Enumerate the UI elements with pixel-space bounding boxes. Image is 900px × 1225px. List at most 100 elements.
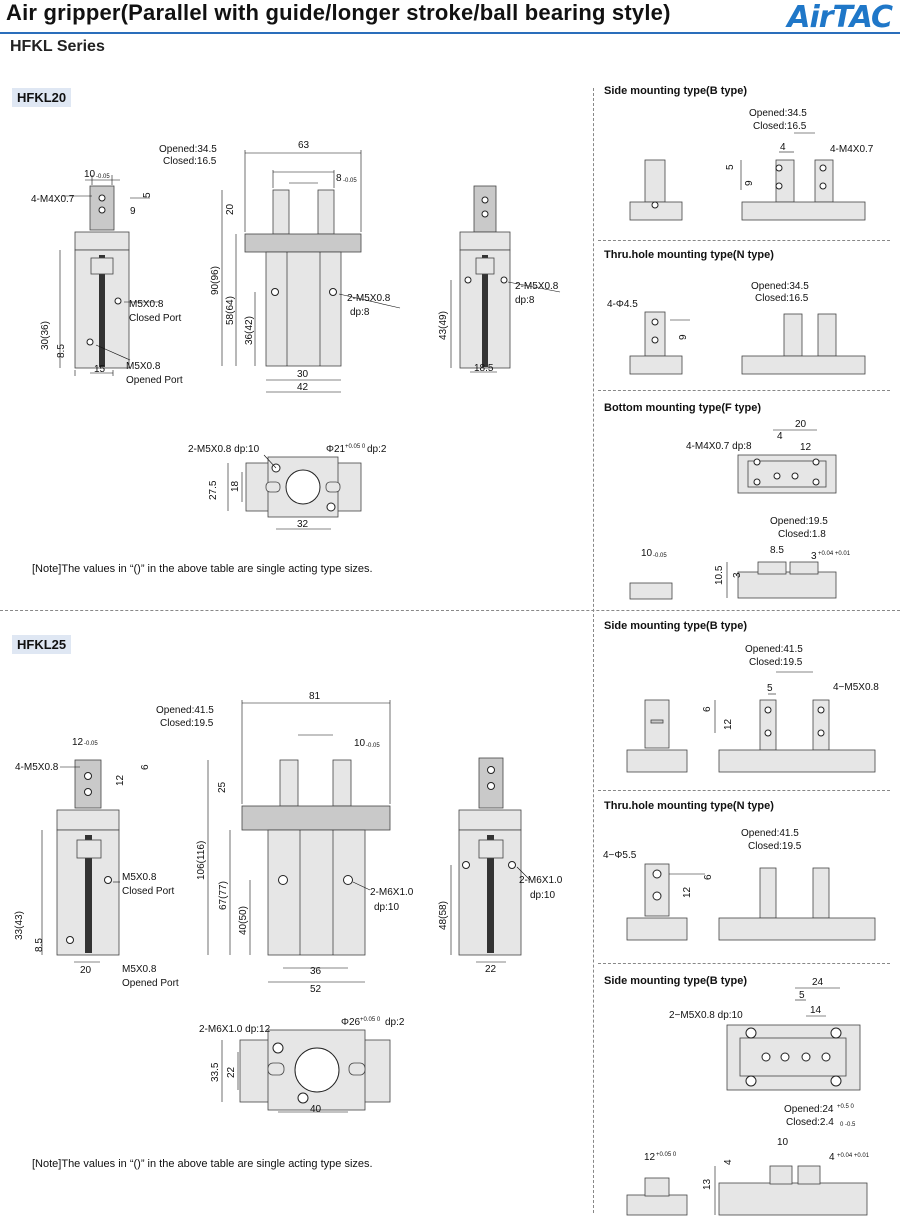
hfkl25-front-thread: 4-M5X0.8: [15, 762, 59, 773]
hfkl25-n-dim6: 6: [703, 874, 714, 880]
hfkl20-b-type-drawings: [629, 132, 866, 221]
hfkl25-b-dim6: 6: [702, 706, 713, 712]
vertical-divider: [593, 88, 594, 1213]
hfkl25-b-type-drawings: [626, 671, 876, 773]
hfkl20-f-type-drawings: [629, 429, 837, 600]
hfkl25-bottom-thread: 2-M6X1.0 dp:12: [199, 1024, 271, 1035]
hfkl20-f-dim85: 8.5: [770, 545, 784, 556]
hfkl20-front-h85: 8.5: [56, 344, 67, 358]
hfkl25-side-depth: dp:10: [374, 902, 399, 913]
hfkl25-side-thread: 2-M6X1.0: [370, 887, 414, 898]
hfkl20-n-opened: Opened:34.5: [751, 281, 809, 292]
hfkl20-n-dim9: 9: [678, 334, 689, 340]
hfkl20-f-dim105: 10.5: [714, 565, 725, 585]
hfkl25-side-view: [207, 700, 391, 983]
hfkl20-f-dim20: 20: [795, 419, 807, 430]
right-divider-3: [598, 790, 890, 791]
hfkl20-end-h43: 43(49): [438, 311, 449, 340]
hfkl25-bottom-bore: Φ26: [341, 1017, 361, 1028]
hfkl25-n-closed: Closed:19.5: [748, 841, 802, 852]
hfkl20-side-h90: 90(96): [210, 266, 221, 295]
hfkl20-end-view: [450, 185, 561, 373]
hfkl20-side-closed: Closed:16.5: [163, 156, 217, 167]
hfkl20-bottom-view: [227, 454, 362, 530]
hfkl25-opened-port-label: Opened Port: [122, 978, 179, 989]
hfkl25-bottom-view: [221, 1029, 391, 1113]
hfkl25-side-h25: 25: [217, 781, 228, 793]
hfkl25-side-h40: 40(50): [238, 906, 249, 935]
hfkl25-front-dim12: 12: [115, 774, 126, 786]
hfkl20-side-thread: 2-M5X0.8: [347, 293, 391, 304]
hfkl20-front-thread: 4-M4X0.7: [31, 194, 75, 205]
hfkl20-f-dim4: 4: [777, 431, 783, 442]
hfkl20-front-w10: 10: [84, 169, 96, 180]
hfkl25-b2-closed-tol: 0 -0.5: [840, 1122, 856, 1128]
hfkl25-end-w22: 22: [485, 964, 497, 975]
hfkl25-b2-opened-tol: +0.5 0: [837, 1104, 855, 1110]
hfkl25-b2-dim5: 5: [799, 990, 805, 1001]
hfkl20-note: [Note]The values in “()” in the above ta…: [32, 563, 373, 575]
hfkl20-end-depth: dp:8: [515, 295, 535, 306]
hfkl20-n-type-title: Thru.hole mounting type(N type): [604, 249, 774, 261]
hfkl20-f-dim12: 12: [800, 442, 812, 453]
hfkl25-side-w10: 10: [354, 738, 366, 749]
hfkl20-b-dim4: 4: [780, 142, 786, 153]
hfkl20-tag: HFKL20: [12, 88, 72, 107]
hfkl20-front-w10-tol: -0.05: [96, 174, 110, 180]
series-title: HFKL Series: [10, 38, 105, 55]
hfkl20-end-w185: 18.5: [474, 363, 494, 374]
hfkl25-n-type-drawings: [626, 863, 876, 941]
hfkl25-b2-dim12-tol: +0.05 0: [656, 1152, 677, 1158]
hfkl25-b2-dim24: 24: [812, 977, 824, 988]
hfkl25-bottom-h335: 33.5: [210, 1062, 221, 1082]
hfkl20-front-h30: 30(36): [40, 321, 51, 350]
hfkl20-b-opened: Opened:34.5: [749, 108, 807, 119]
hfkl25-front-view: [41, 759, 120, 963]
hfkl25-front-h33: 33(43): [14, 911, 25, 940]
hfkl25-closed-port-label: Closed Port: [122, 886, 174, 897]
hfkl25-b2-dim4: 4: [829, 1152, 835, 1163]
hfkl25-b2-opened: Opened:24: [784, 1104, 834, 1115]
hfkl20-f-opened: Opened:19.5: [770, 516, 828, 527]
hfkl25-front-w12-tol: -0.05: [84, 741, 98, 747]
hfkl25-bottom-w40: 40: [310, 1104, 322, 1115]
hfkl25-front-dim6: 6: [140, 764, 151, 770]
right-divider-4: [598, 963, 890, 964]
hfkl25-b-dim12: 12: [723, 718, 734, 730]
hfkl25-bottom-bore-depth: dp:2: [385, 1017, 405, 1028]
header-rule: [0, 32, 900, 34]
hfkl20-front-dim9: 9: [130, 206, 136, 217]
hfkl25-b2-type-title: Side mounting type(B type): [604, 975, 747, 987]
hfkl20-end-thread: 2-M5X0.8: [515, 281, 559, 292]
hfkl25-front-h85: 8.5: [34, 938, 45, 952]
hfkl25-b2-dim4-tol: +0.04 +0.01: [837, 1153, 870, 1159]
hfkl20-side-w63: 63: [298, 140, 310, 151]
horizontal-divider: [0, 610, 900, 611]
hfkl20-opened-port-label: Opened Port: [126, 375, 183, 386]
hfkl20-bottom-bore-tol: +0.05 0: [345, 444, 366, 450]
hfkl20-bottom-h18: 18: [230, 480, 241, 492]
hfkl25-side-w10-tol: -0.05: [366, 743, 380, 749]
hfkl20-b-dim5: 5: [725, 164, 736, 170]
right-divider-2: [598, 390, 890, 391]
hfkl25-note: [Note]The values in “()” in the above ta…: [32, 1158, 373, 1170]
hfkl20-f-thread: 4-M4X0.7 dp:8: [686, 441, 752, 452]
hfkl20-n-hole: 4-Φ4.5: [607, 299, 638, 310]
hfkl25-bottom-bore-tol: +0.05 0: [360, 1017, 381, 1023]
hfkl25-side-w36: 36: [310, 966, 322, 977]
hfkl20-closed-port: M5X0.8: [129, 299, 164, 310]
hfkl20-closed-port-label: Closed Port: [129, 313, 181, 324]
hfkl25-n-dim12: 12: [682, 886, 693, 898]
hfkl20-side-w8-tol: -0.05: [343, 178, 357, 184]
hfkl20-b-thread: 4-M4X0.7: [830, 144, 874, 155]
hfkl25-b2-dim12: 12: [644, 1152, 656, 1163]
hfkl20-front-view: [59, 175, 160, 376]
right-divider-1: [598, 240, 890, 241]
hfkl20-f-dim3: 3: [811, 551, 817, 562]
hfkl20-front-w15: 15: [94, 364, 106, 375]
hfkl20-side-opened: Opened:34.5: [159, 144, 217, 155]
hfkl20-b-dim9: 9: [744, 180, 755, 186]
hfkl25-side-h106: 106(116): [196, 841, 207, 880]
airtac-logo: AirTAC: [787, 0, 893, 35]
